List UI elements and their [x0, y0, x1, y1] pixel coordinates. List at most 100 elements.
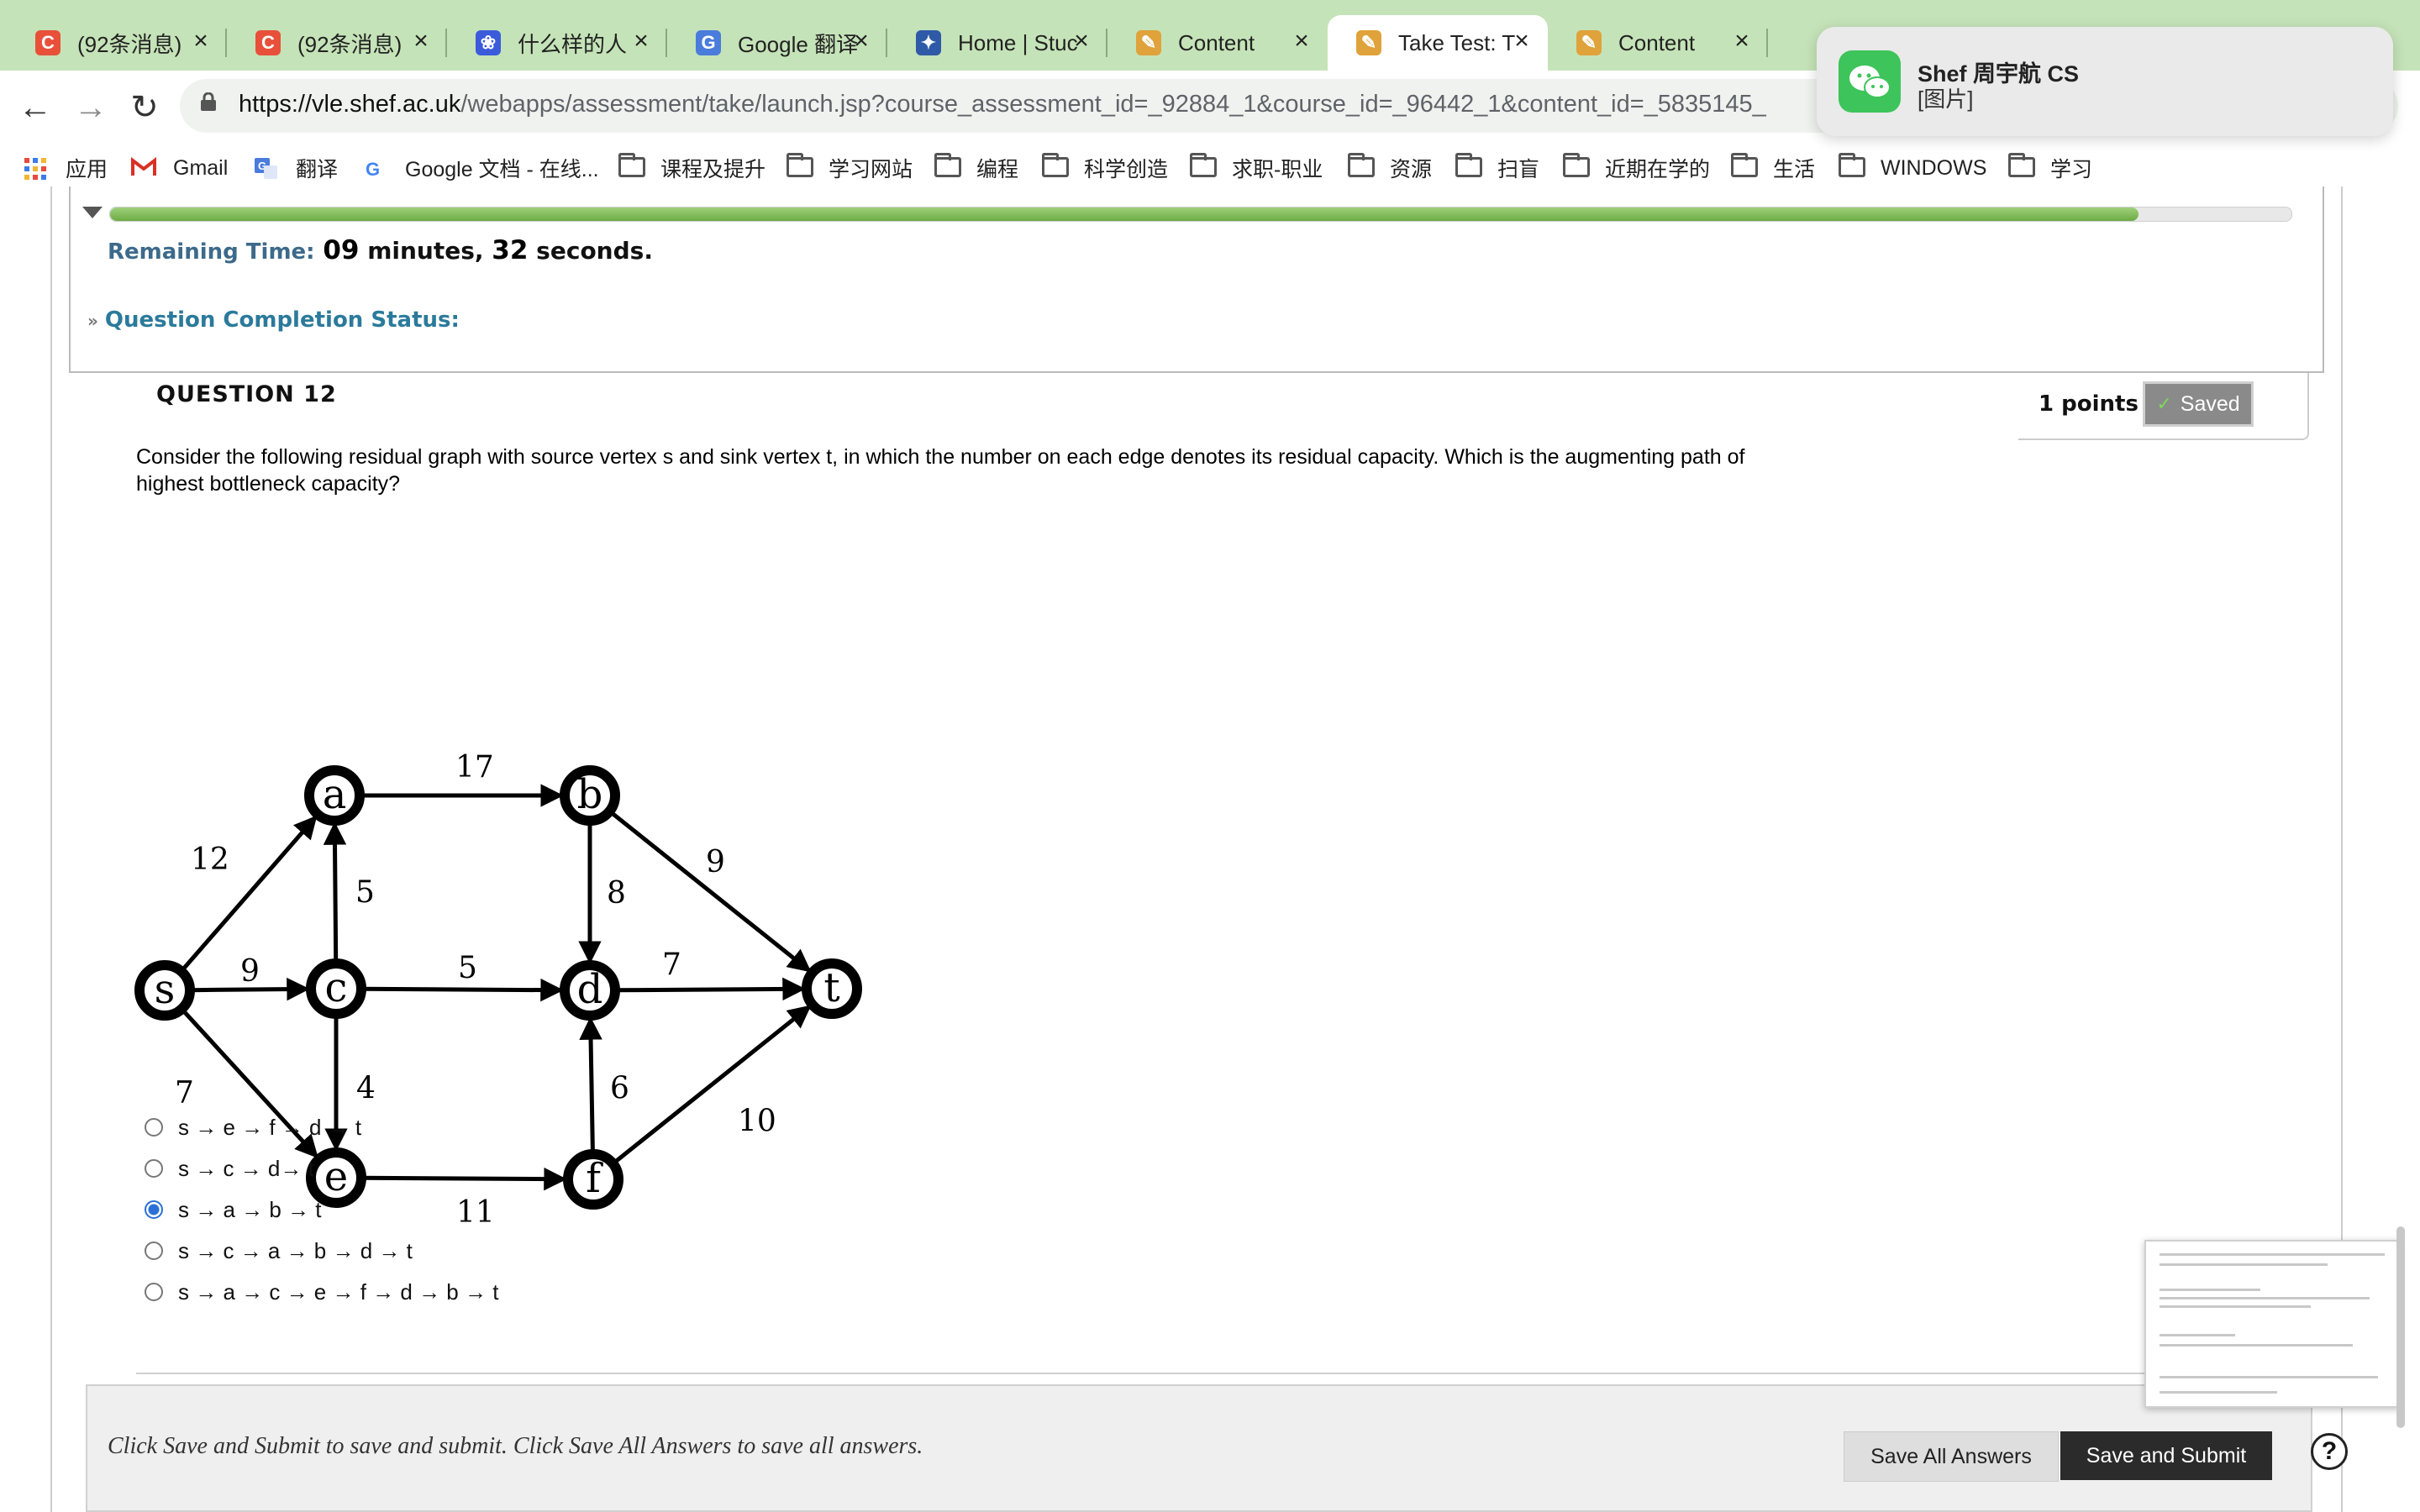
bookmark-13[interactable]: 生活	[1731, 153, 1815, 183]
bookmark-2[interactable]: Gmail	[131, 153, 228, 183]
scrollbar-thumb[interactable]	[2396, 1226, 2405, 1428]
notification-message: [图片]	[1918, 87, 1974, 112]
bookmark-14[interactable]: WINDOWS	[1839, 153, 1986, 183]
test-status-panel: Remaining Time: 09 minutes, 32 seconds. …	[69, 186, 2324, 373]
reload-icon[interactable]: ↻	[130, 89, 159, 126]
graph-edge-f-t	[611, 1005, 812, 1166]
bookmark-label: 生活	[1773, 158, 1816, 181]
radio-button[interactable]	[145, 1200, 163, 1219]
tab-title: (92条消息)	[297, 31, 402, 57]
seconds-unit: seconds.	[528, 237, 653, 265]
help-question-icon[interactable]: ?	[2311, 1433, 2348, 1470]
close-tab-icon[interactable]: ×	[1074, 27, 1089, 55]
gmail-icon	[131, 156, 156, 179]
close-tab-icon[interactable]: ×	[854, 27, 869, 55]
google-translate-icon: G	[254, 157, 279, 179]
browser-tab-5[interactable]: ✦Home | Stuc×	[887, 15, 1107, 71]
answer-option-1[interactable]: s → e → f → d → t	[145, 1110, 361, 1144]
close-tab-icon[interactable]: ×	[1734, 27, 1749, 55]
answer-option-5[interactable]: s → a → c → e → f → d → b → t	[145, 1275, 498, 1309]
bookmark-label: 扫盲	[1497, 158, 1540, 181]
browser-tab-1[interactable]: C(92条消息)×	[7, 15, 227, 71]
back-arrow-icon[interactable]: ←	[18, 89, 52, 126]
close-tab-icon[interactable]: ×	[634, 27, 649, 55]
folder-icon	[1190, 153, 1217, 179]
bookmark-6[interactable]: 学习网站	[786, 153, 913, 183]
browser-tab-8[interactable]: ✎Content×	[1548, 15, 1768, 71]
question-completion-status-toggle[interactable]: » Question Completion Status:	[87, 307, 460, 333]
remaining-minutes: 09	[323, 235, 360, 265]
graph-node-a	[304, 765, 365, 826]
graph-edge-c-a	[323, 822, 347, 964]
radio-button[interactable]	[145, 1242, 163, 1260]
browser-tab-6[interactable]: ✎Content×	[1107, 15, 1328, 71]
close-tab-icon[interactable]: ×	[193, 27, 208, 55]
browser-tab-2[interactable]: C (92条消息) ×	[227, 15, 447, 71]
browser-tab-7[interactable]: ✎Take Test: T×	[1328, 15, 1548, 71]
svg-text:G: G	[366, 159, 380, 180]
page-thumbnail-preview[interactable]	[2144, 1240, 2400, 1408]
graph-edge-b-t	[608, 809, 812, 973]
bookmark-10[interactable]: 资源	[1348, 153, 1432, 183]
bookmark-1[interactable]: 应用	[24, 153, 108, 183]
radio-button[interactable]	[145, 1283, 163, 1301]
double-chevron-down-icon: »	[87, 311, 98, 331]
close-tab-icon[interactable]: ×	[1294, 27, 1309, 55]
close-tab-icon[interactable]: ×	[1514, 27, 1529, 55]
minutes-unit: minutes,	[359, 237, 492, 265]
forward-arrow-icon[interactable]: →	[74, 89, 108, 126]
graph-node-c	[306, 958, 366, 1019]
save-all-answers-button[interactable]: Save All Answers	[1844, 1431, 2059, 1482]
saved-label: Saved	[2180, 391, 2240, 416]
close-tab-icon[interactable]: ×	[413, 27, 429, 55]
collapse-triangle-icon[interactable]	[82, 207, 103, 218]
folder-icon	[934, 153, 961, 179]
tab-separator	[886, 29, 887, 57]
bookmark-8[interactable]: 科学创造	[1042, 153, 1168, 183]
question-title: QUESTION 12	[156, 381, 337, 407]
edge-capacity-b-d: 8	[607, 876, 626, 911]
bookmark-7[interactable]: 编程	[934, 153, 1018, 183]
answer-option-4[interactable]: s → c → a → b → d → t	[145, 1234, 413, 1268]
answer-option-label: s → a → c → e → f → d → b → t	[178, 1278, 499, 1305]
radio-button[interactable]	[145, 1118, 163, 1137]
tab-separator	[1766, 29, 1768, 57]
bookmark-9[interactable]: 求职-职业	[1190, 153, 1323, 183]
browser-tab-3[interactable]: ❀什么样的人×	[447, 15, 667, 71]
csdn-icon: C	[255, 30, 281, 55]
edge-capacity-d-t: 7	[662, 948, 681, 982]
tab-title: (92条消息)	[77, 31, 182, 57]
tab-separator	[225, 29, 227, 57]
graph-edge-s-e	[180, 1007, 318, 1158]
bookmark-11[interactable]: 扫盲	[1455, 153, 1539, 183]
question-completion-status-label: Question Completion Status:	[104, 307, 460, 333]
content-right-border	[2341, 186, 2343, 1512]
edge-capacity-c-a: 5	[355, 875, 375, 910]
remaining-time: Remaining Time: 09 minutes, 32 seconds.	[108, 235, 653, 265]
browser-toolbar: ← → ↻ https://vle.shef.ac.uk/webapps/ass…	[0, 71, 2420, 203]
tab-title: Content	[1178, 29, 1255, 55]
graph-node-label-e: e	[324, 1153, 348, 1200]
question-points: 1 points	[2039, 391, 2139, 417]
pencil-icon: ✎	[1576, 30, 1602, 55]
bookmark-12[interactable]: 近期在学的	[1563, 153, 1710, 183]
bookmark-label: 课程及提升	[660, 158, 766, 181]
pencil-icon: ✎	[1356, 30, 1381, 55]
url-text: https://vle.shef.ac.uk/webapps/assessmen…	[239, 91, 1766, 118]
section-divider	[136, 1373, 2307, 1374]
graph-node-f	[563, 1149, 623, 1210]
answer-option-2[interactable]: s → c → d→ t	[145, 1152, 314, 1185]
tab-title: Home | Stuc	[958, 29, 1078, 55]
save-and-submit-button[interactable]: Save and Submit	[2060, 1431, 2272, 1480]
radio-button[interactable]	[145, 1159, 163, 1178]
bookmark-15[interactable]: 学习	[2008, 153, 2092, 183]
answer-option-3[interactable]: s → a → b → t	[145, 1193, 322, 1226]
bookmark-5[interactable]: 课程及提升	[618, 153, 765, 183]
wechat-notification[interactable]: Shef 周宇航 CS [图片]	[1817, 27, 2393, 136]
tab-separator	[666, 29, 667, 57]
question-points-box: 1 points ✓Saved	[2018, 373, 2309, 440]
